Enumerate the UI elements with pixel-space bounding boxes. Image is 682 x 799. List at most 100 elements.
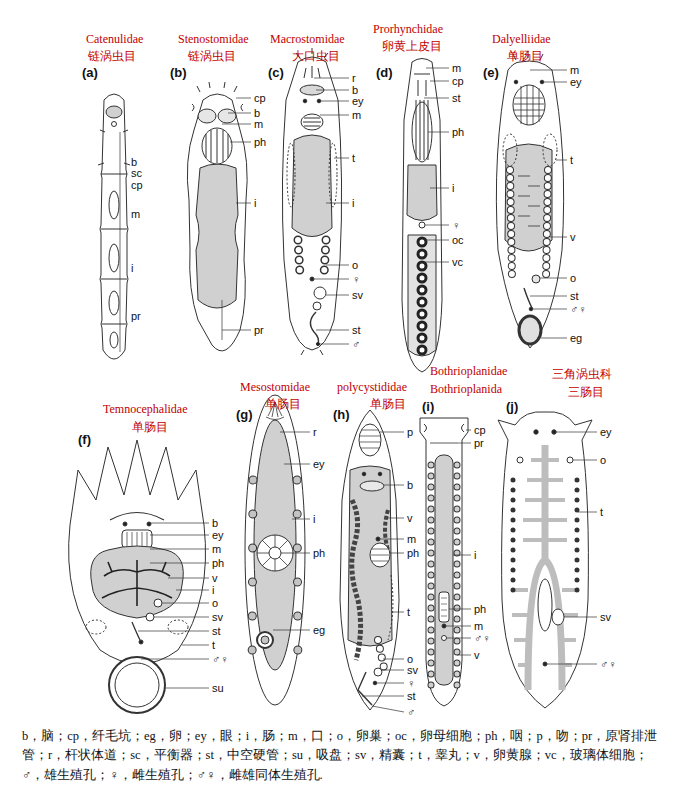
taxon-name: Stenostomidae — [178, 33, 249, 46]
part-label: t — [570, 154, 573, 166]
part-label: i — [131, 262, 133, 274]
part-label: st — [570, 290, 579, 302]
part-label: o — [407, 653, 413, 665]
taxon-name: Mesostomidae — [240, 381, 310, 394]
panel-letter: (i) — [422, 400, 434, 414]
catenulid-figure — [98, 94, 130, 359]
taxon-name: 单肠目 — [132, 421, 168, 434]
part-label: t — [212, 639, 215, 651]
part-label: eg — [570, 332, 582, 344]
part-label: ♂ — [407, 706, 415, 718]
taxon-name: 链涡虫目 — [188, 50, 236, 63]
panel-letter: (d) — [376, 66, 393, 80]
taxon-name: Prorhynchidae — [373, 23, 443, 36]
part-label: ph — [407, 547, 419, 559]
taxon-name: Dalyelliidae — [492, 33, 551, 46]
part-label: sc — [131, 167, 142, 179]
stenostomid-figure — [187, 82, 247, 351]
part-label: cp — [254, 92, 266, 104]
mesostomid-figure — [245, 395, 305, 705]
part-label: m — [131, 208, 140, 220]
part-label: ph — [452, 126, 464, 138]
taxon-name: Temnocephalidae — [103, 403, 187, 416]
taxon-name: Bothrioplanidae — [430, 365, 507, 378]
taxon-name: 三角涡虫科 — [552, 368, 612, 381]
temnocephalid-figure — [69, 440, 206, 713]
part-label: vc — [452, 256, 463, 268]
part-label: st — [352, 324, 361, 336]
caption: b，脑；cp，纤毛坑；eg，卵；ey，眼；i，肠；m，口；o，卵巢；oc，卵母细… — [22, 727, 662, 785]
part-label: i — [212, 584, 214, 596]
part-label: i — [352, 197, 354, 209]
taxon-name: 单肠目 — [265, 398, 301, 411]
part-label: o — [600, 454, 606, 466]
part-label: pr — [254, 324, 264, 336]
part-label: ph — [313, 547, 325, 559]
part-label: b — [254, 107, 260, 119]
part-label: t — [600, 506, 603, 518]
panel-letter: (h) — [333, 408, 350, 422]
taxon-name: polycystididae — [337, 381, 407, 394]
taxon-name: 三肠目 — [568, 386, 604, 399]
part-label: ♂ — [352, 338, 360, 350]
part-label: i — [452, 182, 454, 194]
leader-lines — [138, 68, 597, 712]
panel-letter: (c) — [268, 66, 284, 80]
polycystidid-figure — [340, 410, 399, 710]
part-label: ♂♀ — [570, 303, 587, 315]
part-label: ey — [212, 529, 224, 541]
part-label: v — [570, 231, 576, 243]
part-label: ♂♀ — [600, 658, 617, 670]
panel-letter: (g) — [236, 408, 253, 422]
part-label: b — [407, 479, 413, 491]
taxon-name: Bothrioplanida — [430, 383, 502, 396]
part-label: b — [131, 156, 137, 168]
taxon-name: Macrostomidae — [270, 33, 345, 46]
part-label: ey — [313, 458, 325, 470]
part-label: o — [352, 259, 358, 271]
taxon-name: 大口虫目 — [292, 50, 340, 63]
part-label: cp — [474, 424, 486, 436]
part-label: sv — [212, 611, 223, 623]
part-label: st — [452, 92, 461, 104]
part-label: i — [313, 513, 315, 525]
part-label: o — [570, 272, 576, 284]
taxon-name: 单肠目 — [507, 50, 543, 63]
part-label: ♀ — [407, 677, 415, 689]
part-label: st — [407, 690, 416, 702]
part-label: v — [474, 649, 480, 661]
part-label: ph — [254, 136, 266, 148]
part-label: cp — [452, 75, 464, 87]
part-label: m — [474, 620, 483, 632]
part-label: ey — [600, 426, 612, 438]
part-label: ♂♀ — [212, 653, 229, 665]
part-label: ph — [474, 603, 486, 615]
part-label: cp — [131, 179, 143, 191]
part-label: t — [352, 152, 355, 164]
part-label: m — [352, 109, 361, 121]
part-label: v — [407, 512, 413, 524]
part-label: b — [352, 84, 358, 96]
part-label: ey — [352, 95, 364, 107]
part-label: i — [254, 197, 256, 209]
taxon-name: Catenulidae — [86, 33, 143, 46]
part-label: o — [212, 597, 218, 609]
part-label: ey — [570, 76, 582, 88]
part-label: i — [474, 549, 476, 561]
part-label: pr — [474, 437, 484, 449]
bothrioplanid-figure — [420, 418, 468, 706]
part-label: sv — [407, 664, 418, 676]
part-label: m — [570, 64, 579, 76]
part-label: v — [212, 572, 218, 584]
taxon-name: 链涡虫目 — [88, 50, 136, 63]
part-label: m — [407, 533, 416, 545]
taxon-name: 单肠目 — [370, 398, 406, 411]
part-label: ♀ — [352, 273, 360, 285]
part-label: m — [452, 62, 461, 74]
part-label: sv — [352, 289, 363, 301]
dalyelliid-figure — [496, 51, 563, 348]
panel-letter: (b) — [170, 66, 187, 80]
part-label: t — [407, 606, 410, 618]
